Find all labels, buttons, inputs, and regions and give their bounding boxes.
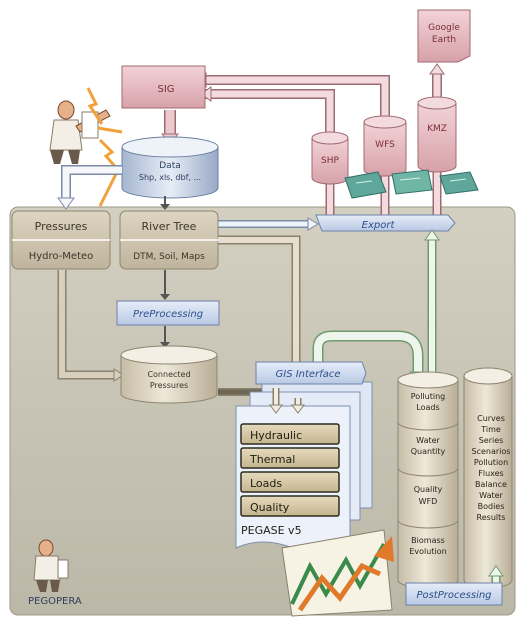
- connected-label-2: Pressures: [150, 381, 188, 390]
- map-tiles-graphic: [344, 169, 479, 199]
- module-thermal: Thermal: [240, 447, 340, 469]
- google-earth-label-1: Google: [428, 23, 460, 33]
- output-9: Results: [477, 513, 506, 522]
- pegopera-person-icon: [33, 539, 69, 592]
- chart-graphic: [281, 529, 394, 617]
- river-tree-label: River Tree: [142, 220, 197, 233]
- data-formats: Shp, xls, dbf, ...: [139, 173, 201, 182]
- wfs-label: WFS: [375, 140, 395, 150]
- gis-interface-label: GIS Interface: [276, 369, 341, 380]
- output-5: Fluxes: [478, 469, 503, 478]
- postprocessing-box[interactable]: PostProcessing: [405, 582, 503, 606]
- output-2: Series: [479, 436, 504, 445]
- results-cylinder: Polluting Loads Water Quantity Quality W…: [397, 371, 459, 589]
- postprocessing-label: PostProcessing: [416, 590, 491, 601]
- result-quantity: Quantity: [411, 447, 446, 456]
- wfs-cylinder: WFS: [363, 115, 407, 177]
- output-7: Water: [479, 491, 503, 500]
- result-evolution: Evolution: [409, 547, 446, 556]
- gis-pegase-arrows: [269, 388, 305, 414]
- data-cylinder: Data Shp, xls, dbf, ...: [121, 136, 219, 199]
- panel-flow-arrows: [57, 235, 301, 412]
- data-title: Data: [159, 161, 181, 171]
- pegase-label: PEGASE v5: [241, 524, 302, 537]
- export-box[interactable]: Export: [315, 214, 456, 232]
- module-loads: Loads: [240, 471, 340, 493]
- kmz-cylinder: KMZ: [417, 96, 457, 173]
- rivertree-export-arrow: [218, 217, 319, 231]
- output-3: Scenarios: [472, 447, 511, 456]
- google-earth-label-2: Earth: [432, 35, 456, 45]
- result-wfd: WFD: [419, 497, 438, 506]
- result-biomass: Biomass: [411, 536, 445, 545]
- result-polluting: Polluting: [411, 392, 445, 401]
- preprocessing-box[interactable]: PreProcessing: [116, 300, 220, 326]
- pressures-label: Pressures: [35, 220, 88, 233]
- google-earth-node: Google Earth: [417, 9, 471, 63]
- result-water: Water: [416, 436, 440, 445]
- outputs-cylinder: Curves Time Series Scenarios Pollution F…: [463, 367, 513, 589]
- result-loads: Loads: [416, 403, 439, 412]
- module-loads-label: Loads: [250, 477, 282, 490]
- module-quality: Quality: [240, 495, 340, 517]
- sig-label: SIG: [157, 84, 174, 95]
- pegopera-label: PEGOPERA: [28, 596, 82, 607]
- shp-cylinder: SHP: [311, 131, 349, 185]
- dtm-label: DTM, Soil, Maps: [133, 252, 205, 262]
- river-tree-node: River Tree DTM, Soil, Maps: [119, 210, 219, 270]
- pressures-node: Pressures Hydro-Meteo: [11, 210, 111, 270]
- kmz-label: KMZ: [427, 124, 447, 134]
- connected-pressures-cylinder: Connected Pressures: [120, 345, 218, 404]
- hydro-meteo-label: Hydro-Meteo: [29, 251, 94, 262]
- shp-label: SHP: [321, 156, 339, 166]
- module-thermal-label: Thermal: [249, 453, 295, 466]
- sig-node: SIG: [121, 65, 206, 109]
- output-1: Time: [480, 425, 501, 434]
- output-0: Curves: [477, 414, 505, 423]
- preprocessing-label: PreProcessing: [133, 309, 203, 320]
- modeler-person-icon: [49, 87, 123, 207]
- export-label: Export: [362, 220, 396, 231]
- module-hydraulic-label: Hydraulic: [250, 429, 302, 442]
- gis-interface-box[interactable]: GIS Interface: [255, 361, 367, 385]
- connected-label-1: Connected: [147, 370, 190, 379]
- result-quality: Quality: [414, 485, 443, 494]
- data-distribution-arrows: [57, 165, 170, 210]
- pegase-results-arrow: [312, 229, 440, 384]
- output-6: Balance: [475, 480, 507, 489]
- output-8: Bodies: [478, 502, 505, 511]
- output-4: Pollution: [474, 458, 508, 467]
- module-quality-label: Quality: [250, 501, 290, 514]
- module-hydraulic: Hydraulic: [240, 423, 340, 445]
